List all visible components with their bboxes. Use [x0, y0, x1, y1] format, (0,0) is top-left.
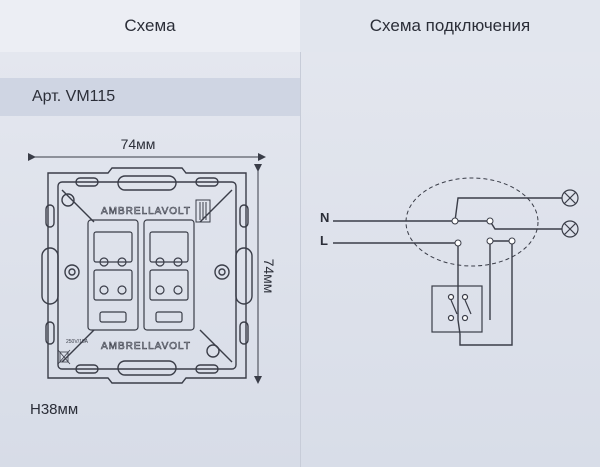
double-switch-symbol — [431, 285, 483, 333]
tab-connection-scheme: Схема подключения — [300, 0, 600, 52]
lamp2-return-wire — [459, 241, 513, 346]
junction-points — [451, 217, 516, 247]
article-number: Арт. VM115 — [32, 88, 116, 105]
switch-mechanism-left — [87, 219, 139, 331]
line-label: L — [320, 233, 328, 248]
brand-logo-bottom: AMBRELLAVOLT — [101, 341, 191, 352]
header-row: Схема Схема подключения — [0, 0, 600, 52]
switch-feed-wire — [457, 243, 461, 335]
article-box: Арт. VM115 — [0, 78, 300, 116]
tab-scheme: Схема — [0, 0, 300, 52]
lamp-icon — [561, 189, 579, 207]
neutral-wire-branch — [458, 220, 562, 230]
column-divider — [300, 52, 301, 467]
neutral-wire — [333, 197, 562, 222]
terminal-block — [195, 199, 211, 223]
lamp-icon — [561, 220, 579, 238]
disposal-icon — [57, 349, 71, 365]
scheme-title: Схема — [124, 16, 176, 35]
rating-text: 250V/10A — [66, 339, 89, 345]
height-dimension-label: 74мм — [261, 259, 277, 294]
connection-scheme-title: Схема подключения — [369, 16, 531, 35]
switch-mechanism-right — [143, 219, 195, 331]
junction-box — [405, 177, 539, 267]
depth-dimension: H38мм — [30, 401, 79, 418]
switch-body — [41, 167, 253, 384]
width-dimension-label: 74мм — [121, 136, 156, 152]
neutral-label: N — [320, 210, 329, 225]
brand-logo-top: AMBRELLAVOLT — [101, 206, 191, 217]
connection-panel — [301, 52, 600, 467]
